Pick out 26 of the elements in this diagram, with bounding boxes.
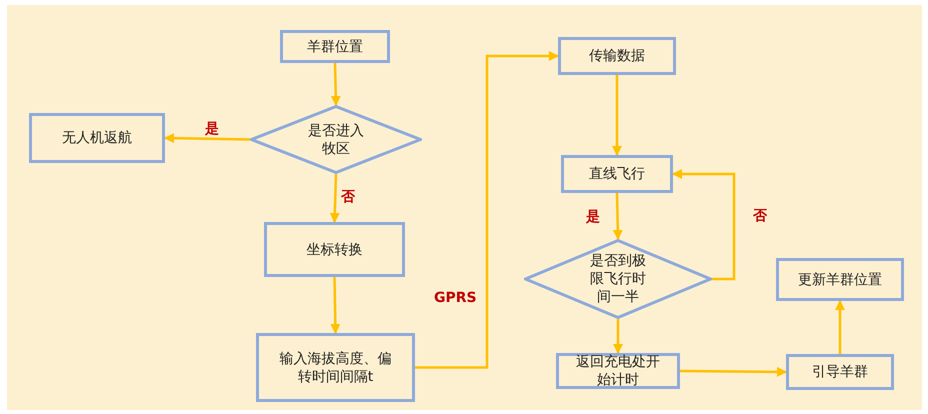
arrow bbox=[415, 51, 559, 369]
process-box: 羊群位置 bbox=[280, 30, 390, 63]
edge-label: 是 bbox=[585, 209, 601, 225]
arrow bbox=[672, 169, 736, 280]
arrow bbox=[613, 319, 623, 354]
process-box: 坐标转换 bbox=[264, 222, 405, 277]
process-box: 传输数据 bbox=[558, 37, 676, 75]
arrow bbox=[612, 192, 623, 240]
process-box: 更新羊群位置 bbox=[776, 258, 904, 301]
edge-label: 否 bbox=[340, 189, 356, 205]
arrow bbox=[835, 300, 845, 354]
arrow bbox=[164, 133, 250, 144]
edge-label: 否 bbox=[752, 208, 768, 224]
process-box: 返回充电处开始计时 bbox=[556, 353, 680, 389]
arrow bbox=[680, 366, 787, 377]
arrow bbox=[330, 276, 340, 334]
process-box: 引导羊群 bbox=[786, 354, 894, 390]
arrow bbox=[330, 62, 341, 106]
arrow bbox=[330, 174, 340, 223]
arrow bbox=[612, 75, 622, 156]
decision-diamond: 是否进入牧区 bbox=[250, 105, 422, 174]
process-box: 无人机返航 bbox=[29, 113, 165, 163]
edge-label: 是 bbox=[204, 121, 220, 137]
process-box: 直线飞行 bbox=[561, 155, 673, 193]
decision-diamond: 是否到极限飞行时间一半 bbox=[524, 239, 712, 319]
process-box: 输入海拔高度、偏转时间间隔t bbox=[256, 333, 415, 402]
